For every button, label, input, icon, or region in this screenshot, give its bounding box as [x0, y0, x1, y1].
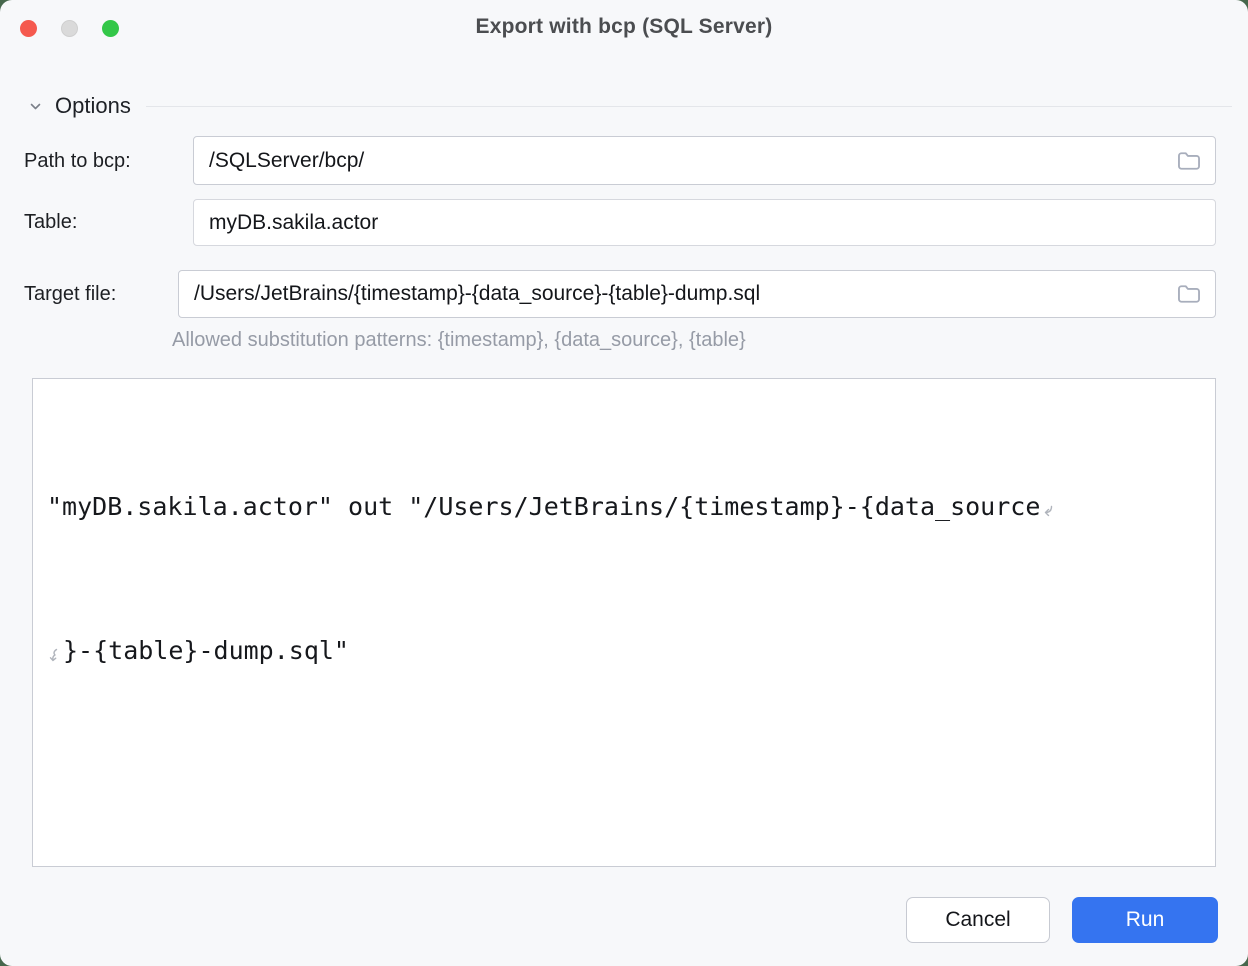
soft-wrap-arrow-icon	[49, 648, 58, 662]
browse-target-file-button[interactable]	[1172, 277, 1206, 311]
command-line-2: }-{table}-dump.sql"	[47, 627, 1205, 675]
section-divider	[145, 105, 1232, 107]
path-to-bcp-label: Path to bcp:	[24, 150, 131, 172]
options-section-header[interactable]: Options	[28, 92, 1232, 120]
folder-icon	[1178, 152, 1200, 170]
cancel-button[interactable]: Cancel	[906, 897, 1050, 943]
target-file-input[interactable]	[178, 270, 1216, 318]
bcp-command-editor[interactable]: "myDB.sakila.actor" out "/Users/JetBrain…	[32, 378, 1216, 867]
traffic-lights	[20, 20, 119, 37]
zoom-window-button[interactable]	[102, 20, 119, 37]
table-label: Table:	[24, 211, 78, 233]
window-title: Export with bcp (SQL Server)	[475, 15, 773, 38]
soft-wrap-arrow-icon	[1045, 505, 1053, 517]
target-file-label: Target file:	[24, 283, 117, 305]
folder-icon	[1178, 285, 1200, 303]
minimize-window-button[interactable]	[61, 20, 78, 37]
substitution-patterns-hint: Allowed substitution patterns: {timestam…	[172, 329, 746, 351]
title-bar: Export with bcp (SQL Server)	[0, 0, 1248, 56]
path-to-bcp-input[interactable]	[193, 136, 1216, 185]
chevron-down-icon	[30, 103, 41, 109]
command-line-1: "myDB.sakila.actor" out "/Users/JetBrain…	[47, 483, 1205, 531]
options-section-label: Options	[55, 93, 131, 118]
close-window-button[interactable]	[20, 20, 37, 37]
table-input[interactable]	[193, 199, 1216, 246]
run-button[interactable]: Run	[1072, 897, 1218, 943]
browse-bcp-path-button[interactable]	[1172, 144, 1206, 178]
